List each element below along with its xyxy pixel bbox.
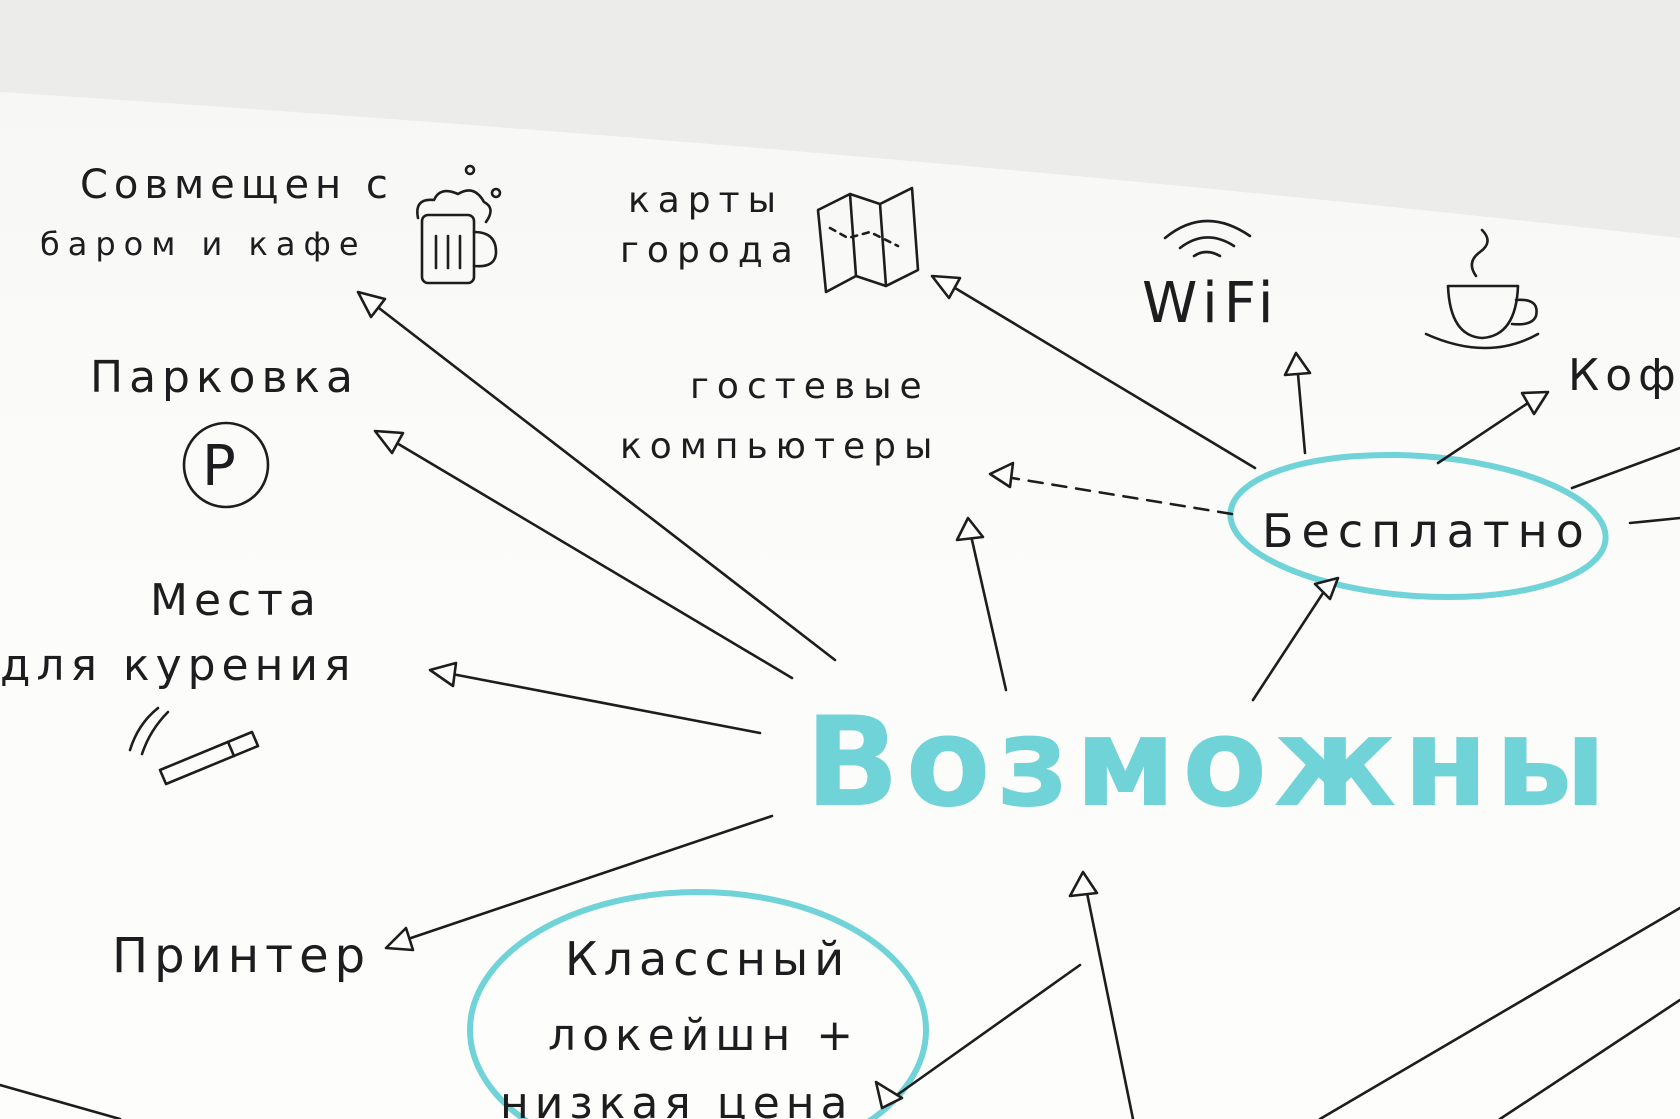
wifi-icon [1163,219,1252,258]
arrow-bottom [1068,870,1135,1119]
location-ellipse [467,889,929,1119]
arrow-to-location [888,963,1082,1102]
free-hub-label: Бесплатно [1262,504,1592,558]
smoking-label-2: для курения [0,640,356,691]
line-bottom-right [1318,906,1680,1119]
location-label-3: низкая цена [500,1078,854,1119]
line-right-1 [1570,446,1680,490]
coffee-cup-icon [1424,228,1540,350]
arrow-to-coffee [1436,390,1550,465]
computers-label-1: гостевые [690,366,930,407]
parking-label: Парковка [90,352,359,403]
folded-map-icon [816,186,920,294]
wifi-label: WiFi [1142,271,1279,336]
arrowhead-location [874,1080,904,1110]
cigarette-icon [128,706,260,786]
arrow-to-maps [930,274,1257,470]
arrow-to-computers [955,516,1008,692]
dashed-arrow-to-computers [988,461,1234,516]
parking-sign-icon: P [182,421,270,509]
printer-label: Принтер [112,928,371,984]
maps-label-2: города [620,230,801,271]
background-surface [0,0,1680,238]
location-label-1: Классный [565,932,850,986]
line-bottom-right-2 [1498,998,1680,1119]
coffee-label: Кофе [1568,350,1680,401]
arrow-to-free-hub [1251,576,1340,702]
line-bottom-left [0,1083,122,1119]
arrow-to-wifi [1283,351,1312,455]
arrow-to-smoking [428,661,762,735]
smoking-label-1: Места [150,575,322,626]
computers-label-2: компьютеры [620,426,940,467]
line-right-2 [1628,516,1680,525]
combined-label-2: баром и кафе [40,225,367,263]
maps-label-1: карты [628,180,784,221]
arrow-to-printer [384,814,774,952]
location-label-2: локейшн + [548,1010,859,1061]
combined-label-1: Совмещен с [80,162,394,208]
arrow-to-combined [356,290,837,662]
arrow-to-parking [373,429,794,680]
center-word: Возможны [805,691,1613,835]
svg-text:P: P [202,434,236,499]
beer-mug-icon [416,164,502,285]
